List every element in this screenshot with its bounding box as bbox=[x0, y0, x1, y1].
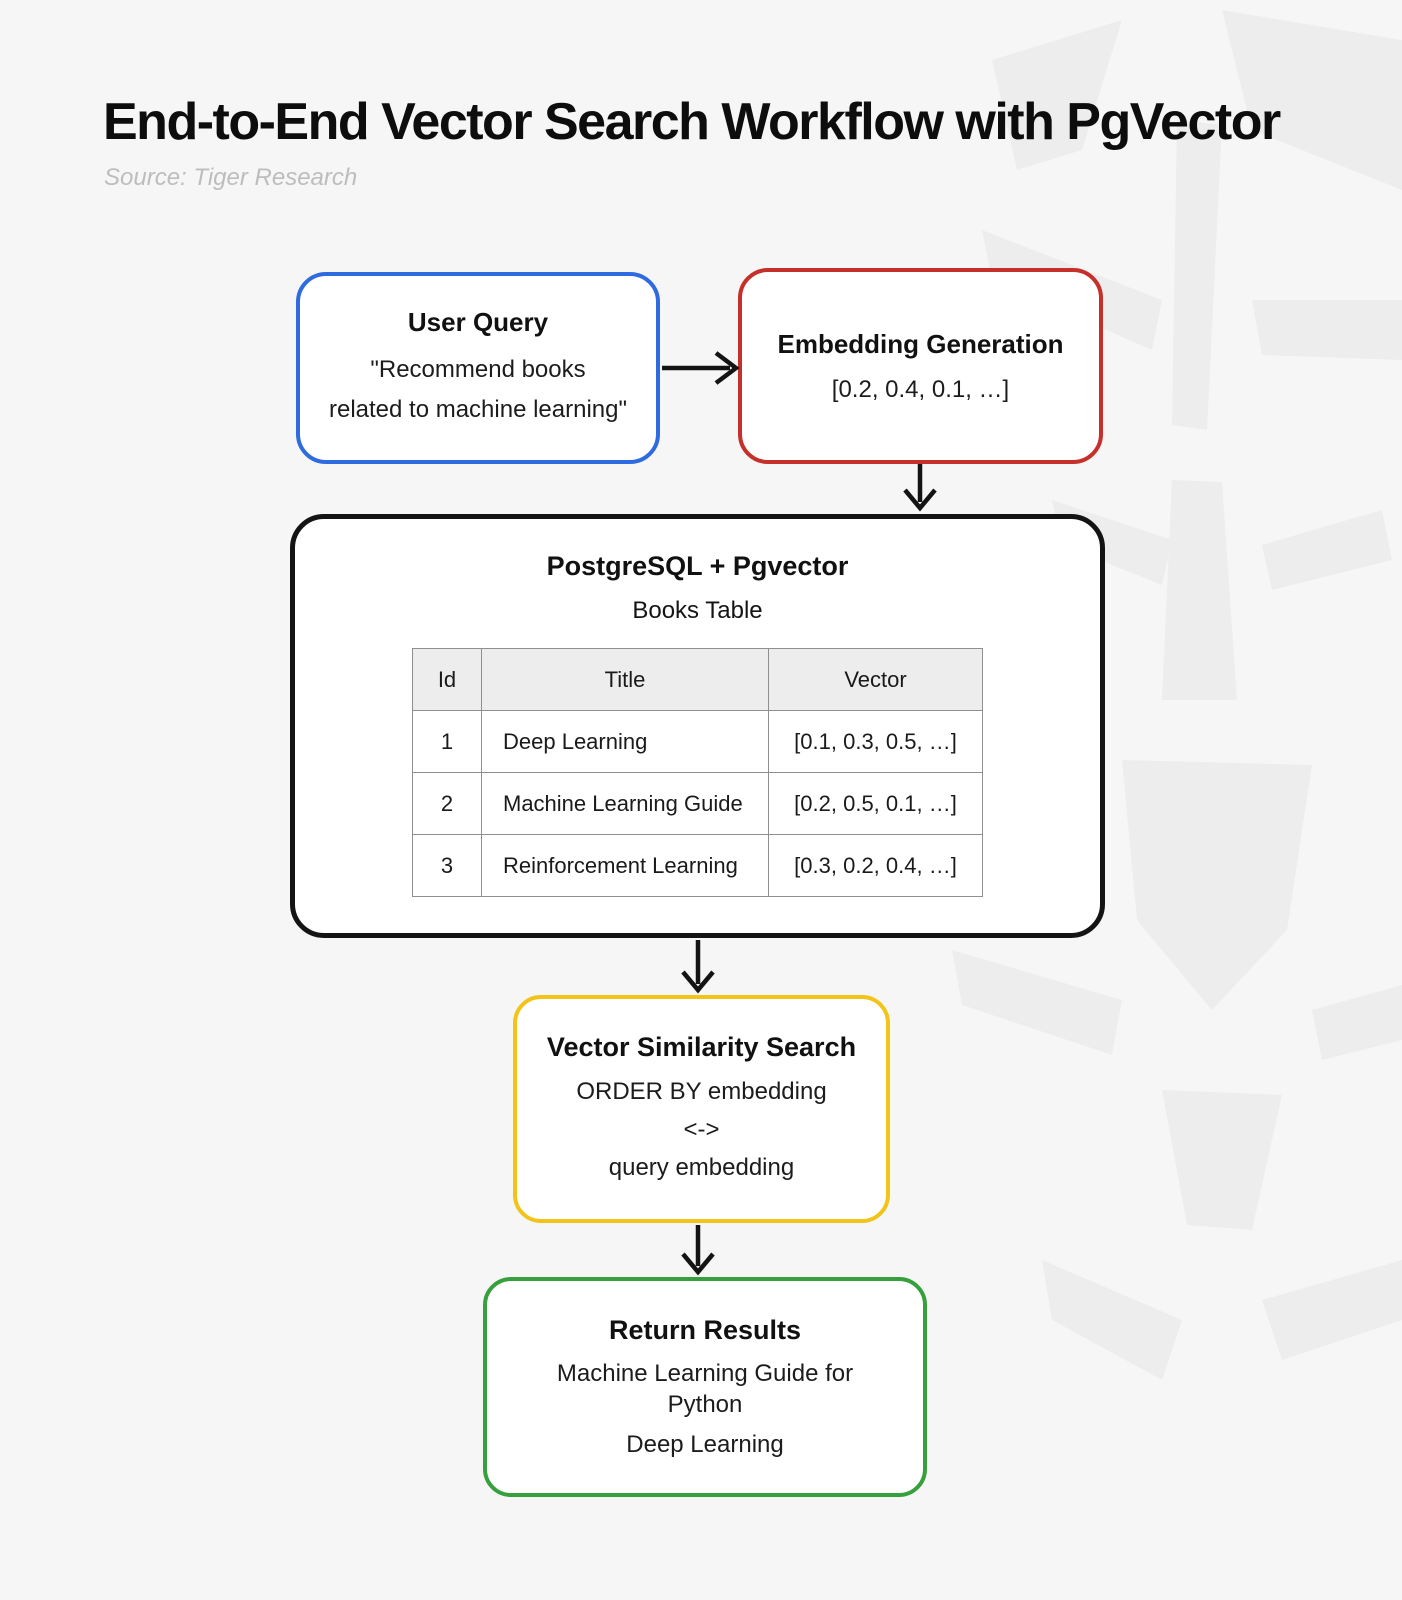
cell-vector: [0.3, 0.2, 0.4, …] bbox=[768, 834, 983, 897]
header-cell-title: Title bbox=[481, 648, 769, 711]
arrow-postgres-to-similarity bbox=[681, 940, 715, 994]
user-query-line-2: related to machine learning" bbox=[328, 395, 628, 423]
header-cell-vector: Vector bbox=[768, 648, 983, 711]
books-table-label: Books Table bbox=[632, 597, 763, 624]
distance-operator-line: <-> bbox=[683, 1115, 720, 1143]
node-return-results: Return Results Machine Learning Guide fo… bbox=[483, 1277, 927, 1497]
cell-id: 2 bbox=[412, 772, 482, 835]
user-query-text: "Recommend books related to machine lear… bbox=[329, 350, 627, 430]
books-table: Id Title Vector 1 Deep Learning [0.1, 0.… bbox=[412, 648, 983, 897]
node-vector-similarity-search: Vector Similarity Search ORDER BY embedd… bbox=[513, 995, 890, 1223]
table-row: 2 Machine Learning Guide [0.2, 0.5, 0.1,… bbox=[412, 772, 983, 835]
return-results-title: Return Results bbox=[608, 1314, 802, 1345]
arrow-similarity-to-results bbox=[681, 1225, 715, 1276]
table-row: 1 Deep Learning [0.1, 0.3, 0.5, …] bbox=[412, 710, 983, 773]
result-item-2: Deep Learning bbox=[626, 1430, 784, 1458]
query-embedding-line: query embedding bbox=[608, 1153, 795, 1181]
node-embedding-generation: Embedding Generation [0.2, 0.4, 0.1, …] bbox=[738, 268, 1103, 464]
node-user-query: User Query "Recommend books related to m… bbox=[296, 272, 660, 464]
source-attribution: Source: Tiger Research bbox=[104, 164, 358, 191]
books-table-header-row: Id Title Vector bbox=[412, 648, 983, 711]
user-query-title: User Query bbox=[407, 306, 549, 337]
postgres-title: PostgreSQL + Pgvector bbox=[546, 551, 849, 581]
tiger-logo-watermark bbox=[922, 10, 1402, 1380]
cell-id: 1 bbox=[412, 710, 482, 773]
cell-title: Reinforcement Learning bbox=[481, 834, 769, 897]
cell-vector: [0.2, 0.5, 0.1, …] bbox=[768, 772, 983, 835]
return-results-text: Machine Learning Guide for Python Deep L… bbox=[540, 1358, 870, 1460]
embedding-generation-title: Embedding Generation bbox=[777, 328, 1064, 359]
node-postgresql-pgvector: PostgreSQL + Pgvector Books Table Id Tit… bbox=[290, 514, 1105, 938]
arrow-user-query-to-embedding bbox=[662, 351, 740, 385]
similarity-search-text: ORDER BY embedding <-> query embedding bbox=[576, 1073, 826, 1187]
similarity-search-title: Vector Similarity Search bbox=[546, 1031, 857, 1062]
cell-vector: [0.1, 0.3, 0.5, …] bbox=[768, 710, 983, 773]
cell-id: 3 bbox=[412, 834, 482, 897]
page-title: End-to-End Vector Search Workflow with P… bbox=[103, 93, 1281, 151]
cell-title: Machine Learning Guide bbox=[481, 772, 769, 835]
table-row: 3 Reinforcement Learning [0.3, 0.2, 0.4,… bbox=[412, 834, 983, 897]
order-by-line: ORDER BY embedding bbox=[576, 1077, 827, 1105]
embedding-vector-text: [0.2, 0.4, 0.1, …] bbox=[831, 375, 1010, 403]
cell-title: Deep Learning bbox=[481, 710, 769, 773]
result-item-1: Machine Learning Guide for Python bbox=[556, 1359, 854, 1418]
header-cell-id: Id bbox=[412, 648, 482, 711]
user-query-line-1: "Recommend books bbox=[370, 355, 586, 383]
